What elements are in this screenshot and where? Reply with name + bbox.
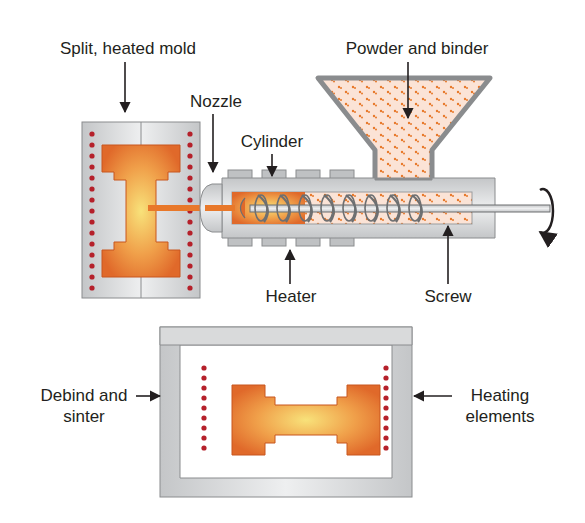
- part-label: Heating elements: [458, 385, 542, 428]
- part-label: Debind and sinter: [35, 385, 133, 428]
- part-label: Powder and binder: [346, 38, 489, 59]
- part-label: Split, heated mold: [60, 38, 196, 59]
- part-label: Cylinder: [241, 131, 303, 152]
- part-label: Nozzle: [190, 91, 242, 112]
- part-label: Screw: [424, 286, 471, 307]
- part-label: Heater: [265, 286, 316, 307]
